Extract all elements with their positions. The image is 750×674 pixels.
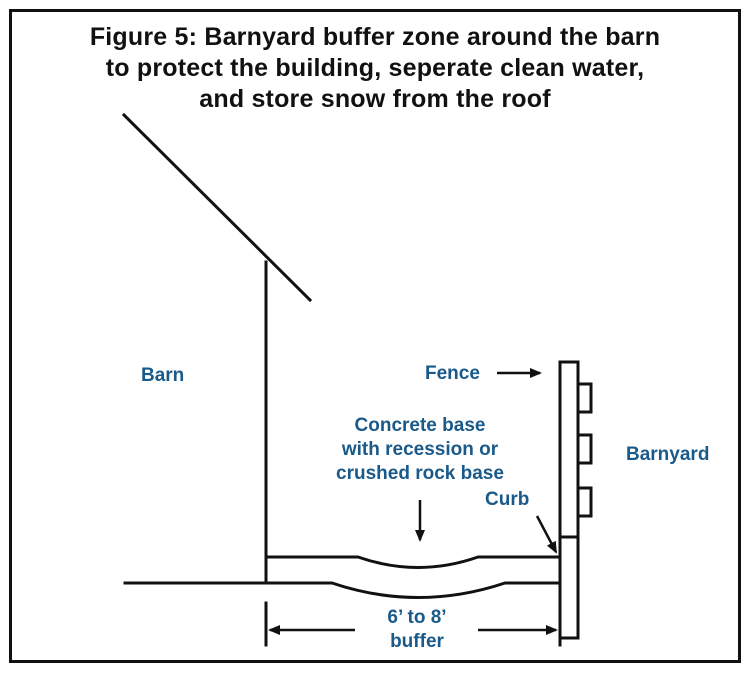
fence-board-1 [576, 382, 593, 414]
buffer-line-1: 6’ to 8’ [387, 607, 447, 628]
buffer-bottom-surface [264, 581, 562, 599]
concrete-line-2: with recession or [341, 439, 499, 460]
fence-board-3 [576, 486, 593, 518]
title-line-2: to protect the building, seperate clean … [105, 54, 645, 82]
figure-title: Figure 5: Barnyard buffer zone around th… [0, 22, 750, 115]
barn-label: Barn [141, 365, 185, 386]
barn-roof-line [121, 112, 313, 303]
curb-arrow [535, 515, 558, 554]
curb-label: Curb [485, 489, 530, 510]
fence-board-2 [576, 433, 593, 465]
concrete-line-1: Concrete base [354, 415, 486, 436]
buffer-top-surface [264, 555, 562, 569]
figure-frame [9, 9, 741, 663]
title-line-1: Figure 5: Barnyard buffer zone around th… [89, 23, 661, 51]
concrete-line-3: crushed rock base [336, 463, 504, 484]
barnyard-label: Barnyard [626, 444, 710, 465]
concrete-base-label: Concrete base with recession or crushed … [315, 414, 525, 486]
fence-post [558, 360, 580, 640]
buffer-line-2: buffer [390, 631, 444, 652]
title-line-3: and store snow from the roof [199, 85, 551, 113]
fence-label: Fence [425, 363, 480, 384]
buffer-label: 6’ to 8’ buffer [355, 606, 479, 654]
